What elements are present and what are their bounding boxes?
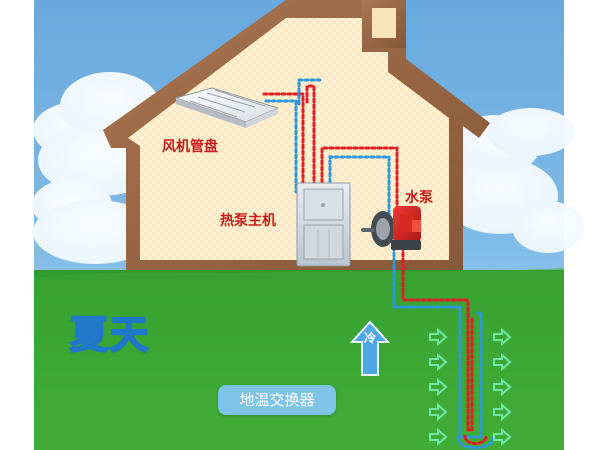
heat-pump-unit-icon: [296, 182, 351, 267]
fan-coil-unit-icon: [174, 87, 280, 128]
season-title: 夏天: [69, 313, 151, 357]
ground: [34, 268, 564, 450]
arrow-right-icon: [493, 352, 512, 372]
piping-system: [262, 78, 495, 450]
arrow-right-icon: [493, 377, 512, 397]
ground-texture: [34, 268, 564, 450]
arrow-right-icon: [429, 427, 448, 447]
arrow-right-icon: [493, 327, 512, 347]
chimney-panel: [372, 8, 396, 38]
cold-pipe-vertical: [297, 78, 322, 106]
cold-pipe-bend: [456, 436, 495, 450]
cold-pipe-unit-to-pump: [328, 155, 391, 220]
cloud-right: [442, 108, 584, 253]
heat-pump-host-label: 热泵主机: [220, 213, 276, 229]
arrow-right-icon: [429, 327, 448, 347]
cold-pipe-underground: [392, 227, 483, 439]
arrow-right-icon: [493, 402, 512, 422]
ground-flow-arrows: [429, 327, 512, 447]
hot-pipe-unit-to-pump: [320, 146, 399, 226]
arrow-right-icon: [493, 427, 512, 447]
temperature-arrow: [349, 320, 391, 376]
arrow-right-icon: [429, 402, 448, 422]
cold-pipe-fan-to-unit: [264, 99, 298, 194]
house-interior: [128, 18, 449, 260]
up-arrow-icon: [349, 320, 391, 376]
hot-pipe-underground: [401, 227, 474, 432]
arrow-right-icon: [429, 352, 448, 372]
ground-exchanger-label: 地温交换器: [218, 385, 336, 415]
fan-coil-label: 风机管盘: [162, 139, 218, 155]
hot-pipe-bend: [463, 434, 488, 445]
cold-label: 冷: [363, 331, 376, 345]
hot-pipe-fan-to-unit: [262, 92, 305, 190]
arrow-right-icon: [429, 377, 448, 397]
water-pump-label: 水泵: [405, 190, 433, 206]
water-pump-icon: [361, 206, 421, 250]
